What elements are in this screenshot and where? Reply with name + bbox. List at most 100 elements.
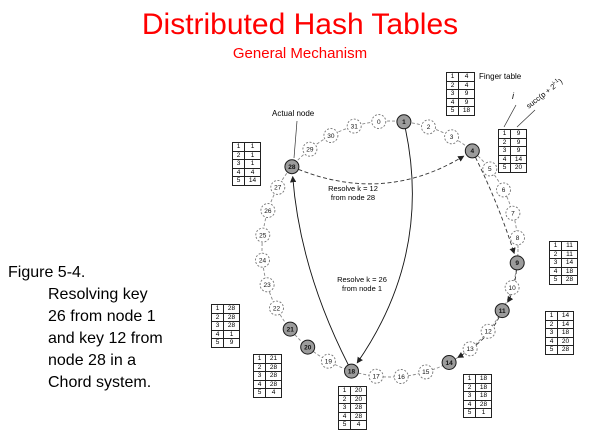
actual-node-20: 20 [300, 339, 316, 355]
node-number-21: 21 [287, 326, 295, 333]
virtual-node-5: 5 [482, 161, 498, 177]
node-circle-26 [260, 203, 276, 218]
virtual-node-8: 8 [510, 230, 525, 246]
figure-caption: Figure 5-4. Resolving key 26 from node 1… [8, 262, 193, 394]
node-number-1: 1 [402, 119, 406, 126]
node-number-8: 8 [516, 235, 520, 242]
finger-table-label: Finger table [479, 72, 522, 81]
virtual-node-13: 13 [462, 341, 478, 357]
actual-node-1: 1 [396, 114, 412, 130]
node-circle-12 [480, 323, 496, 339]
node-number-26: 26 [264, 208, 272, 215]
node-circle-8 [510, 230, 525, 246]
node-number-12: 12 [484, 329, 492, 336]
node-circle-0 [371, 114, 387, 129]
node-circle-6 [496, 182, 511, 198]
node-number-31: 31 [351, 123, 359, 130]
virtual-node-31: 31 [346, 118, 362, 134]
resolve-k12-arrow-28-to-4 [298, 155, 465, 185]
node-number-23: 23 [263, 282, 271, 289]
node-number-7: 7 [511, 211, 515, 218]
actual-node-14: 14 [441, 355, 457, 370]
resolve-k12-arrow-4-to-9 [474, 157, 516, 255]
virtual-node-22: 22 [269, 300, 284, 316]
node-circle-27 [270, 179, 286, 195]
node-circle-30 [323, 128, 339, 143]
virtual-node-19: 19 [320, 353, 336, 369]
virtual-node-24: 24 [255, 252, 270, 268]
node-circle-3 [444, 129, 460, 145]
node-circle-4 [464, 143, 480, 159]
virtual-node-23: 23 [259, 277, 275, 293]
figure-caption-body: Resolving key 26 from node 1 and key 12 … [48, 286, 163, 391]
node-number-27: 27 [274, 185, 282, 192]
node-circle-18 [344, 363, 359, 379]
node-number-10: 10 [508, 285, 516, 292]
node-circle-29 [302, 141, 318, 157]
node-number-5: 5 [488, 166, 492, 173]
node-number-15: 15 [422, 369, 430, 376]
node-number-14: 14 [445, 360, 453, 367]
node-circle-5 [482, 161, 498, 177]
i-column-label: i [512, 91, 514, 101]
resolve-k26-label: Resolve k = 26 from node 1 [337, 275, 387, 293]
node-circle-16 [393, 369, 409, 384]
figure-caption-heading: Figure 5-4. [8, 264, 86, 281]
node-circle-11 [494, 303, 510, 319]
actual-node-21: 21 [282, 321, 298, 337]
node-circle-22 [269, 300, 284, 316]
node-number-11: 11 [499, 308, 506, 315]
virtual-node-15: 15 [418, 364, 434, 380]
actual-node-11: 11 [494, 303, 510, 319]
virtual-node-29: 29 [302, 141, 318, 157]
ring-circle [261, 120, 519, 378]
actual-node-9: 9 [509, 255, 525, 271]
node-number-13: 13 [466, 346, 474, 353]
slide: Distributed Hash Tables General Mechanis… [0, 8, 600, 434]
node-circle-23 [259, 277, 275, 293]
succ-column-pointer-line [516, 109, 536, 128]
node-circle-24 [255, 252, 270, 268]
virtual-node-25: 25 [255, 227, 271, 243]
node-circle-13 [462, 341, 478, 357]
node-circle-7 [505, 205, 521, 221]
node-number-24: 24 [259, 258, 267, 265]
node-circle-15 [418, 364, 434, 380]
node-number-6: 6 [502, 187, 506, 194]
slide-title: Distributed Hash Tables [141, 8, 459, 41]
node-number-22: 22 [273, 305, 281, 312]
i-column-pointer-line [503, 104, 517, 128]
node-number-19: 19 [325, 359, 333, 366]
resolve-k26-arrow-18-to-28 [289, 175, 349, 366]
node-circle-10 [504, 280, 520, 295]
actual-node-pointer-line [293, 120, 298, 159]
node-circle-25 [255, 227, 271, 243]
node-circle-2 [421, 119, 436, 135]
node-number-16: 16 [398, 374, 406, 381]
node-circle-1 [396, 114, 412, 130]
node-number-18: 18 [348, 368, 356, 375]
resolve-k12-arrow-11-to-14 [457, 316, 500, 358]
node-number-0: 0 [377, 119, 381, 126]
virtual-node-17: 17 [368, 368, 384, 384]
node-circle-21 [282, 321, 298, 337]
virtual-node-10: 10 [504, 280, 520, 295]
actual-node-18: 18 [344, 363, 359, 379]
virtual-node-6: 6 [496, 182, 511, 198]
node-number-2: 2 [427, 124, 431, 131]
node-number-30: 30 [327, 133, 335, 140]
actual-node-label: Actual node [272, 109, 315, 118]
slide-subtitle: General Mechanism [232, 45, 368, 62]
node-number-28: 28 [288, 164, 296, 171]
virtual-node-27: 27 [270, 179, 286, 195]
node-circle-19 [320, 353, 336, 369]
virtual-node-0: 0 [371, 114, 387, 129]
resolve-k26-arrow-1-to-18 [356, 128, 413, 364]
node-number-29: 29 [306, 147, 314, 154]
virtual-node-30: 30 [323, 128, 339, 143]
actual-node-4: 4 [464, 143, 480, 159]
node-circle-28 [284, 159, 300, 175]
virtual-node-2: 2 [421, 119, 436, 135]
resolve-k12-label: Resolve k = 12 from node 28 [328, 184, 378, 202]
node-number-3: 3 [450, 134, 454, 141]
